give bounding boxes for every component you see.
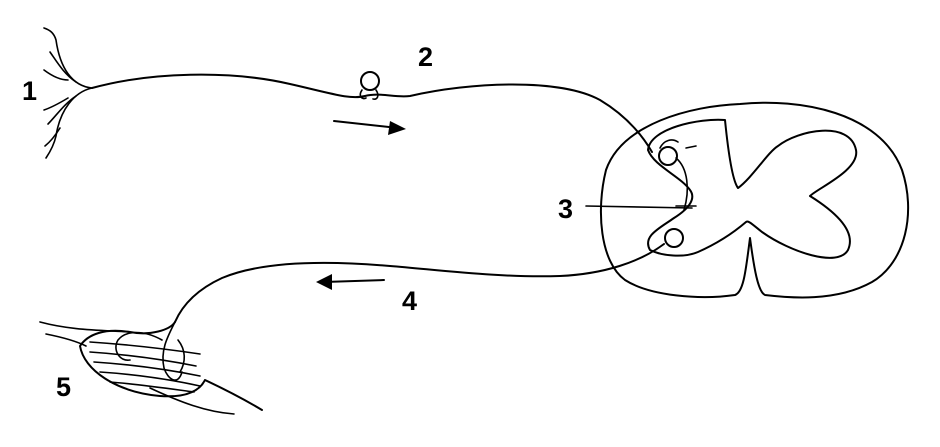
label-sensory-neuron: 2 xyxy=(418,42,433,72)
label-motor-neuron: 4 xyxy=(402,286,417,316)
motor-neuron xyxy=(174,243,665,323)
receptor-endings xyxy=(43,27,93,159)
label-receptor: 1 xyxy=(22,76,37,106)
motor-axon xyxy=(174,243,665,323)
spinal-cord-outline xyxy=(599,101,909,299)
interneuron xyxy=(658,139,697,248)
sensory-synapse-body xyxy=(658,146,678,166)
effector-muscle xyxy=(39,321,263,415)
label-interneuron: 3 xyxy=(558,194,573,224)
sensory-neuron xyxy=(91,71,653,153)
sensory-direction-arrow xyxy=(333,120,406,135)
grey-matter-outline xyxy=(647,118,858,259)
motor-direction-arrow xyxy=(316,274,385,290)
sensory-axon xyxy=(91,73,653,153)
label-effector-muscle: 5 xyxy=(56,372,71,402)
label-3-pointer xyxy=(585,205,693,209)
sensory-cell-body xyxy=(360,71,380,91)
spinal-cord-section xyxy=(599,101,909,299)
motor-cell-body xyxy=(664,228,684,248)
